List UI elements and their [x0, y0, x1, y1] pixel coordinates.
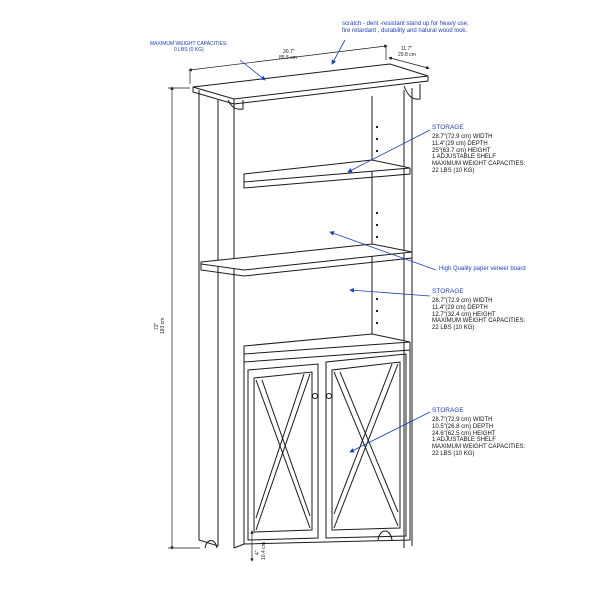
top-max-weight: MAXIMUM WEIGHT CAPACITIES: 0 LBS (0 KG) [150, 41, 228, 53]
left-side-panel [198, 90, 219, 547]
veneer-callout: High Quality paper veneer board [439, 266, 526, 272]
arrow-storage-1 [347, 129, 431, 173]
left-bracket [227, 99, 244, 110]
storage-middle-line: MAXIMUM WEIGHT CAPACITIES: [432, 318, 526, 325]
right-bracket [403, 84, 421, 100]
arrow-veneer [329, 231, 437, 271]
leg-label-cm: 10.4 cm [261, 542, 267, 560]
storage-middle-heading: STORAGE [432, 288, 464, 295]
depth-dimension [388, 56, 430, 70]
depth-label-cm: 29.8 cm [398, 52, 416, 58]
storage-upper-line: 1 ADJUSTABLE SHELF [432, 154, 496, 161]
arrow-max-weight [239, 59, 266, 81]
storage-cabinet-line: 10.5"(26.8 cm) DEPTH [432, 423, 494, 430]
storage-cabinet-heading: STORAGE [432, 407, 464, 414]
storage-section-cabinet: STORAGE 28.7"(72.9 cm) WIDTH 10.5"(26.8 … [432, 407, 525, 458]
storage-cabinet-line: 24.6"(62.5 cm) HEIGHT [432, 430, 496, 437]
storage-section-middle: STORAGE 28.7"(72.9 cm) WIDTH 11.4"(29 cm… [432, 288, 525, 332]
middle-shelf [200, 243, 413, 271]
height-label-cm: 183 cm [160, 317, 166, 334]
depth-label-in: 11.7" [401, 46, 413, 52]
storage-cabinet-line: 22 LBS (10 KG) [432, 450, 475, 457]
arrow-storage-2 [349, 287, 431, 297]
storage-cabinet-line: 1 ADJUSTABLE SHELF [432, 437, 496, 444]
storage-middle-line: 12.7"(32.4 cm) HEIGHT [432, 311, 496, 318]
right-knob [326, 393, 332, 399]
arrow-storage-3 [349, 411, 431, 453]
right-door [325, 353, 407, 539]
cabinet-frame [243, 350, 411, 545]
left-knob [312, 393, 318, 399]
cabinet-top-shelf [243, 333, 411, 355]
storage-middle-line: 28.7"(72.9 cm) WIDTH [432, 298, 493, 305]
bookcase-outline [192, 63, 429, 549]
storage-cabinet-line: MAXIMUM WEIGHT CAPACITIES: [432, 444, 526, 451]
storage-middle-line: 11.4"(29 cm) DEPTH [432, 304, 488, 311]
width-label-in: 30.7" [283, 49, 295, 55]
arrow-top-note [331, 39, 346, 65]
storage-upper-heading: STORAGE [432, 124, 464, 131]
left-door [247, 363, 319, 541]
top-note: scratch - dent -resistant stand up for h… [342, 21, 469, 34]
storage-upper-line: 11.4"(29 cm) DEPTH [432, 140, 488, 147]
width-dimension [188, 44, 388, 72]
top-max-weight-line-2: 0 LBS (0 KG) [173, 46, 204, 53]
top-board [192, 63, 429, 100]
callout-arrows [239, 39, 437, 453]
storage-middle-line: 22 LBS (10 KG) [432, 325, 475, 332]
width-label-cm: 85.5 cm [279, 55, 297, 61]
top-max-weight-line-1: MAXIMUM WEIGHT CAPACITIES: [150, 41, 228, 47]
storage-upper-line: 22 LBS (10 KG) [432, 167, 475, 174]
storage-upper-line: 25"(63.7 cm) HEIGHT [432, 147, 491, 154]
top-note-line-2: fire retardant , durability and natural … [342, 27, 468, 34]
top-note-line-1: scratch - dent -resistant stand up for h… [342, 21, 469, 27]
storage-upper-line: MAXIMUM WEIGHT CAPACITIES: [432, 161, 526, 168]
adjustable-shelf [243, 159, 411, 183]
dimension-lines [168, 44, 430, 562]
storage-cabinet-line: 28.7"(72.9 cm) WIDTH [432, 417, 493, 424]
storage-section-upper: STORAGE 28.7"(72.9 cm) WIDTH 11.4"(29 cm… [432, 124, 525, 175]
storage-upper-line: 28.7"(72.9 cm) WIDTH [432, 134, 493, 141]
